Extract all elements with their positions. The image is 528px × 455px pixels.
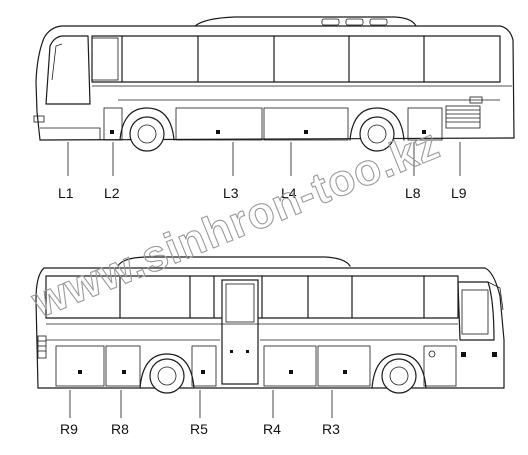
label-l8: L8 xyxy=(405,185,421,201)
bus-left-side-view xyxy=(33,16,515,176)
label-r3: R3 xyxy=(322,421,340,437)
label-l3: L3 xyxy=(223,185,239,201)
left-side-labels: L1 L2 L3 L4 L8 L9 xyxy=(58,185,467,201)
label-r8: R8 xyxy=(111,421,129,437)
label-r9: R9 xyxy=(60,421,78,437)
label-r4: R4 xyxy=(263,421,281,437)
label-r5: R5 xyxy=(190,421,208,437)
label-l2: L2 xyxy=(104,185,120,201)
label-l1: L1 xyxy=(58,185,74,201)
label-l4: L4 xyxy=(281,185,297,201)
right-side-labels: R9 R8 R5 R4 R3 xyxy=(60,421,340,437)
label-l9: L9 xyxy=(451,185,467,201)
bus-right-side-view xyxy=(35,256,505,418)
